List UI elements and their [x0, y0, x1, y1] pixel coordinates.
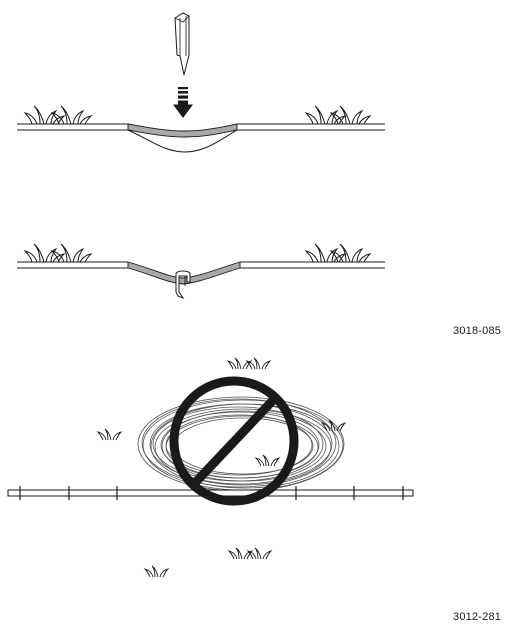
grass-tuft-icon [255, 454, 280, 467]
figure-reference-number: 3018-085 [453, 325, 502, 337]
grass-tuft-icon [97, 428, 122, 441]
grass-tuft-icon [246, 357, 271, 370]
coiled-wire-icon [137, 396, 345, 492]
prohibited-icon [169, 376, 299, 506]
grass-tuft-icon [51, 105, 92, 125]
ground-line [17, 123, 128, 131]
grass-tuft-icon [51, 243, 92, 263]
ground-depression [127, 129, 238, 153]
panel-wire-pegged [17, 243, 385, 300]
ground-line [237, 123, 385, 131]
grass-tuft-icon [247, 547, 272, 560]
figure-reference-number: 3012-281 [453, 611, 502, 623]
down-arrow-icon [173, 87, 193, 118]
staple-peg-icon [175, 270, 191, 300]
grass-tuft-icon [144, 565, 169, 578]
ground-line [17, 261, 385, 269]
grass-tuft-icon [228, 547, 253, 560]
grass-tuft-icon [330, 105, 371, 125]
grass-tuft-icon [330, 243, 371, 263]
grass-tuft-icon [305, 243, 346, 263]
boundary-wire [127, 123, 238, 138]
grass-tuft-icon [227, 357, 252, 370]
boundary-wire [127, 261, 241, 285]
panel-peg-insertion [17, 12, 385, 153]
panel-coil-prohibited [7, 357, 414, 578]
grass-tuft-icon [305, 105, 346, 125]
staple-peg-icon [174, 12, 190, 76]
